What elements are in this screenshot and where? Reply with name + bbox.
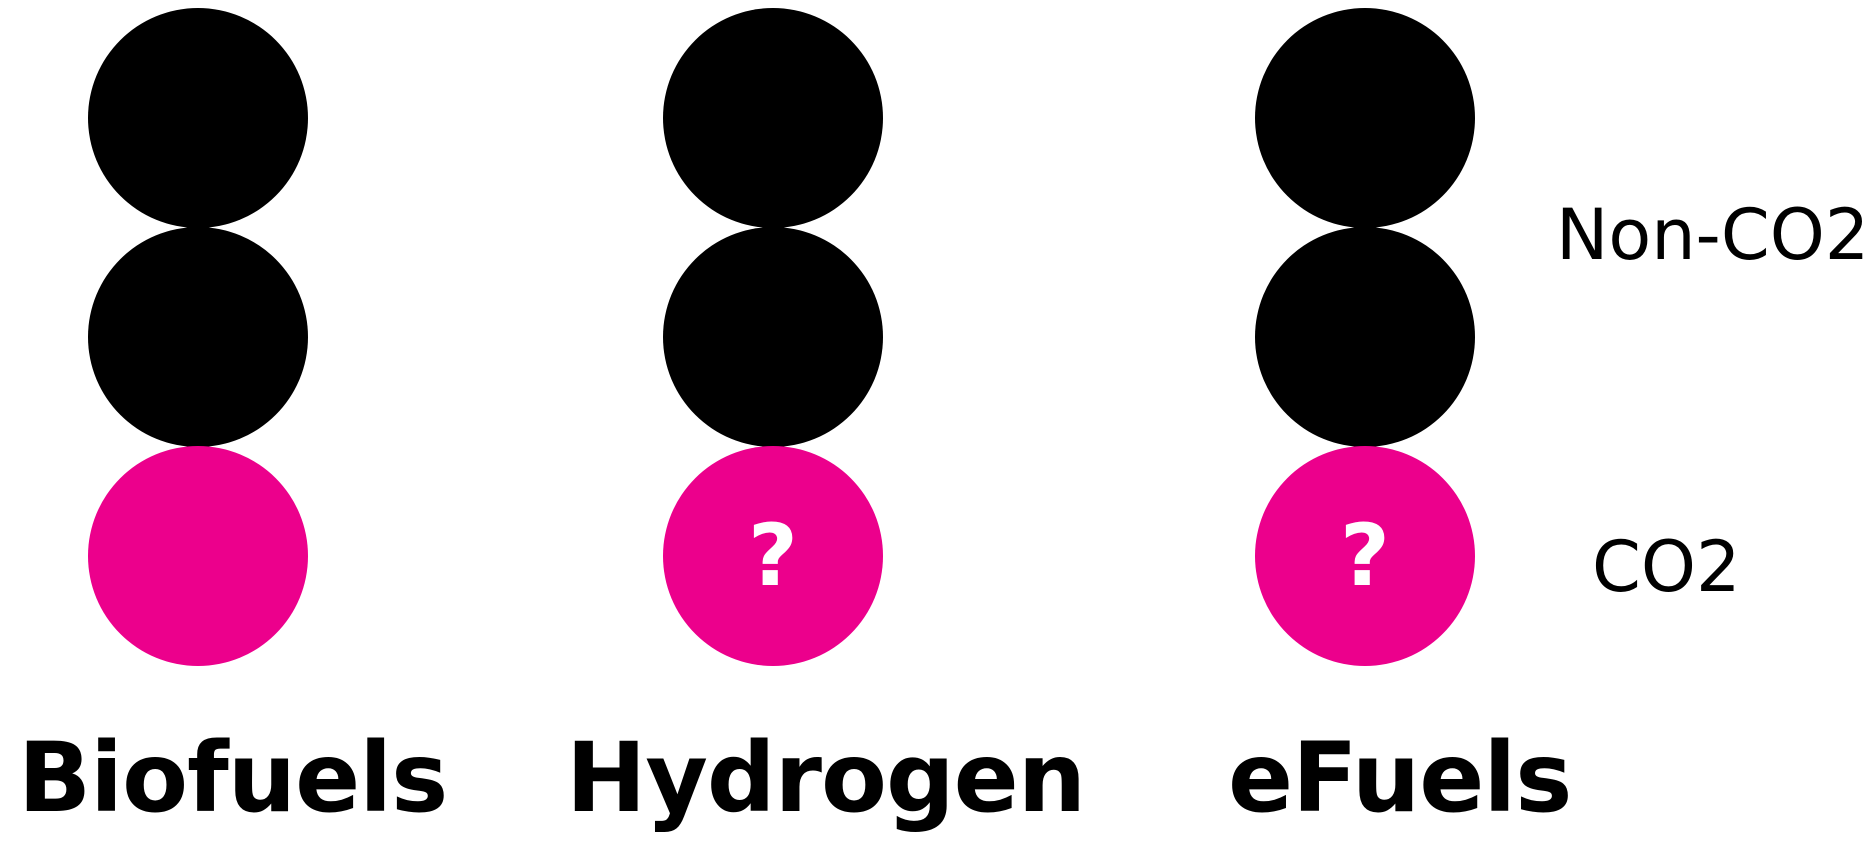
non-co2-circle bbox=[1255, 8, 1475, 228]
legend-co2: CO2 bbox=[1592, 526, 1741, 608]
question-mark: ? bbox=[1340, 506, 1390, 606]
non-co2-circle bbox=[663, 227, 883, 447]
question-mark: ? bbox=[748, 506, 798, 606]
fuel-label-efuels: eFuels bbox=[1228, 722, 1572, 834]
co2-circle bbox=[88, 446, 308, 666]
non-co2-circle bbox=[663, 8, 883, 228]
non-co2-circle bbox=[88, 8, 308, 228]
fuel-label-biofuels: Biofuels bbox=[18, 722, 448, 834]
fuel-label-hydrogen: Hydrogen bbox=[566, 722, 1086, 834]
co2-circle: ? bbox=[1255, 446, 1475, 666]
co2-circle: ? bbox=[663, 446, 883, 666]
non-co2-circle bbox=[88, 227, 308, 447]
legend-non-co2: Non-CO2 bbox=[1556, 194, 1867, 276]
non-co2-circle bbox=[1255, 227, 1475, 447]
